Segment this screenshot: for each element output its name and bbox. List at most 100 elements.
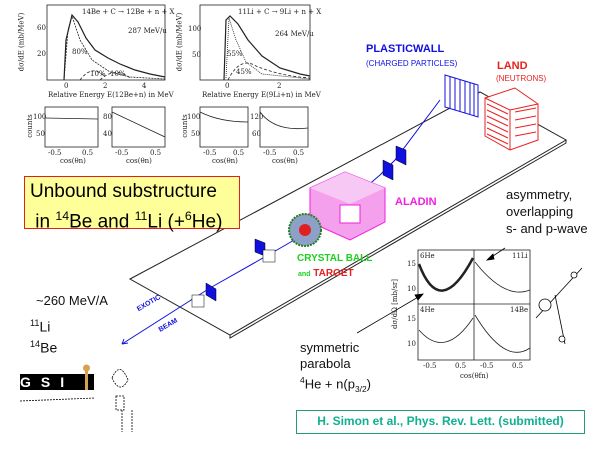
small-ytick: 100 [187,113,201,121]
small-xtick: 0.5 [233,149,245,157]
land-label: LAND [497,60,528,72]
note-text: He + n(p [304,376,355,392]
small-ytick: 50 [191,130,200,138]
plasticwall-detector [444,74,479,118]
panel-label: 11Li [512,252,528,260]
small-xtick: -0.5 [203,149,217,157]
mass-number: 6 [184,209,192,223]
small-ytick: 60 [252,130,261,138]
be-ytick: 60 [37,24,46,32]
target-text: TARGET [313,268,354,279]
li-xlabel: Relative Energy E(9Li+n) in MeV [202,91,321,99]
li-ylabel: dσ/dE (mb/MeV) [175,12,184,72]
title-line1: Unbound substructure [30,181,217,202]
and-text: and [298,271,311,278]
note-line: overlapping [506,204,574,219]
small-xtick: -0.5 [263,149,277,157]
title-text: He) [191,211,223,233]
li-energy-label: 264 MeV/u [275,30,314,38]
panel-label: 4He [420,306,435,314]
angular-xtick: 0.5 [512,362,524,370]
land-detector [484,87,539,151]
mass-number: 14 [55,209,70,223]
title-text: in [35,211,56,233]
note-line: parabola [300,356,351,371]
be-isotope-label: 14Be [30,339,57,356]
angular-distribution-plot [417,249,531,361]
li-isotope-label: 11Li [30,318,50,335]
isotope-text: Be [40,339,58,356]
small-xtick: 0.5 [293,149,305,157]
panel-label: 6He [420,252,435,260]
land-sublabel: (NEUTRONS) [496,74,547,83]
small-xlabel: cos(θn) [60,157,86,165]
be-reaction-label: 14Be + C → 12Be + n + X [82,8,175,16]
angular-xlabel: cos(θfn) [460,372,489,380]
mass-number: 14 [30,339,41,349]
gsi-logo-text: GSI [20,374,75,390]
crystal-ball-label: CRYSTAL BALL [297,253,373,264]
small-xlabel: cos(θn) [272,157,298,165]
subscript: 3/2 [354,383,367,394]
aladin-magnet [309,171,386,241]
li-label-45: 45% [236,68,252,76]
small-plots [44,106,309,148]
citation-box: H. Simon et al., Phys. Rev. Lett. (submi… [296,410,585,434]
angular-ylabel: dσ/dΩ [mb/sr] [391,278,400,330]
panel-label: 14Be [510,306,529,314]
be-xtick: 2 [103,82,108,90]
mass-number: 11 [134,209,148,223]
be-ylabel: dσ/dE (mb/MeV) [17,12,26,72]
li-label-55: 55% [227,50,243,58]
angular-ytick: 15 [407,315,416,323]
small-xlabel: cos(θn) [126,157,152,165]
be-xtick: 0 [64,82,69,90]
small-ytick: 100 [33,113,47,121]
plasticwall-sublabel: (CHARGED PARTICLES) [366,59,458,68]
li-xtick: 2 [277,82,282,90]
note-line: 4He + n(p3/2) [300,372,371,397]
note-line: s- and p-wave [506,221,588,236]
be-label-10a: 10% [90,70,106,78]
crystal-ball [288,213,322,247]
be-xtick: 4 [142,82,147,90]
annotation-arrows [356,247,506,334]
angular-xtick: -0.5 [480,362,494,370]
be-label-80: 80% [72,48,88,56]
mass-number: 4 [300,375,305,385]
title-box: Unbound substructure in 14Be and 11Li (+… [24,176,240,232]
be-xlabel: Relative Energy E(12Be+n) in MeV [48,91,174,99]
title-text: Be and [69,211,135,233]
small-xtick: -0.5 [115,149,129,157]
beam-detectors [191,145,407,308]
small-xlabel: cos(θn) [212,157,238,165]
li-ytick: 50 [192,51,201,59]
plasticwall-label: PLASTICWALL [366,43,445,55]
angular-ytick: 15 [407,260,416,268]
be-energy-label: 287 MeV/u [128,27,167,35]
asymmetry-note: asymmetry, overlapping s- and p-wave [506,186,588,237]
note-line: asymmetry, [506,187,573,202]
li-ytick: 100 [188,25,202,33]
symmetric-note: symmetric parabola 4He + n(p3/2) [300,340,371,397]
small-xtick: 0.5 [150,149,162,157]
angular-xtick: -0.5 [423,362,437,370]
angular-ytick: 10 [407,340,416,348]
target-label: and TARGET [298,268,354,279]
decay-geometry-sketch [535,267,583,345]
mass-number: 11 [30,318,40,328]
title-line2: in 14Be and 11Li (+6He) [30,204,239,234]
small-ytick: 120 [250,113,264,121]
small-xtick: 0.5 [82,149,94,157]
be-ytick: 20 [37,50,46,58]
beam-energy-label: ~260 MeV/A [36,293,108,308]
li-spectrum-plot [199,4,311,81]
gsi-logo [19,364,133,432]
li-xtick: 0 [225,82,230,90]
note-line: symmetric [300,340,360,355]
small-xtick: -0.5 [48,149,62,157]
small-ytick: 40 [103,130,112,138]
small-ytick: 80 [103,113,112,121]
